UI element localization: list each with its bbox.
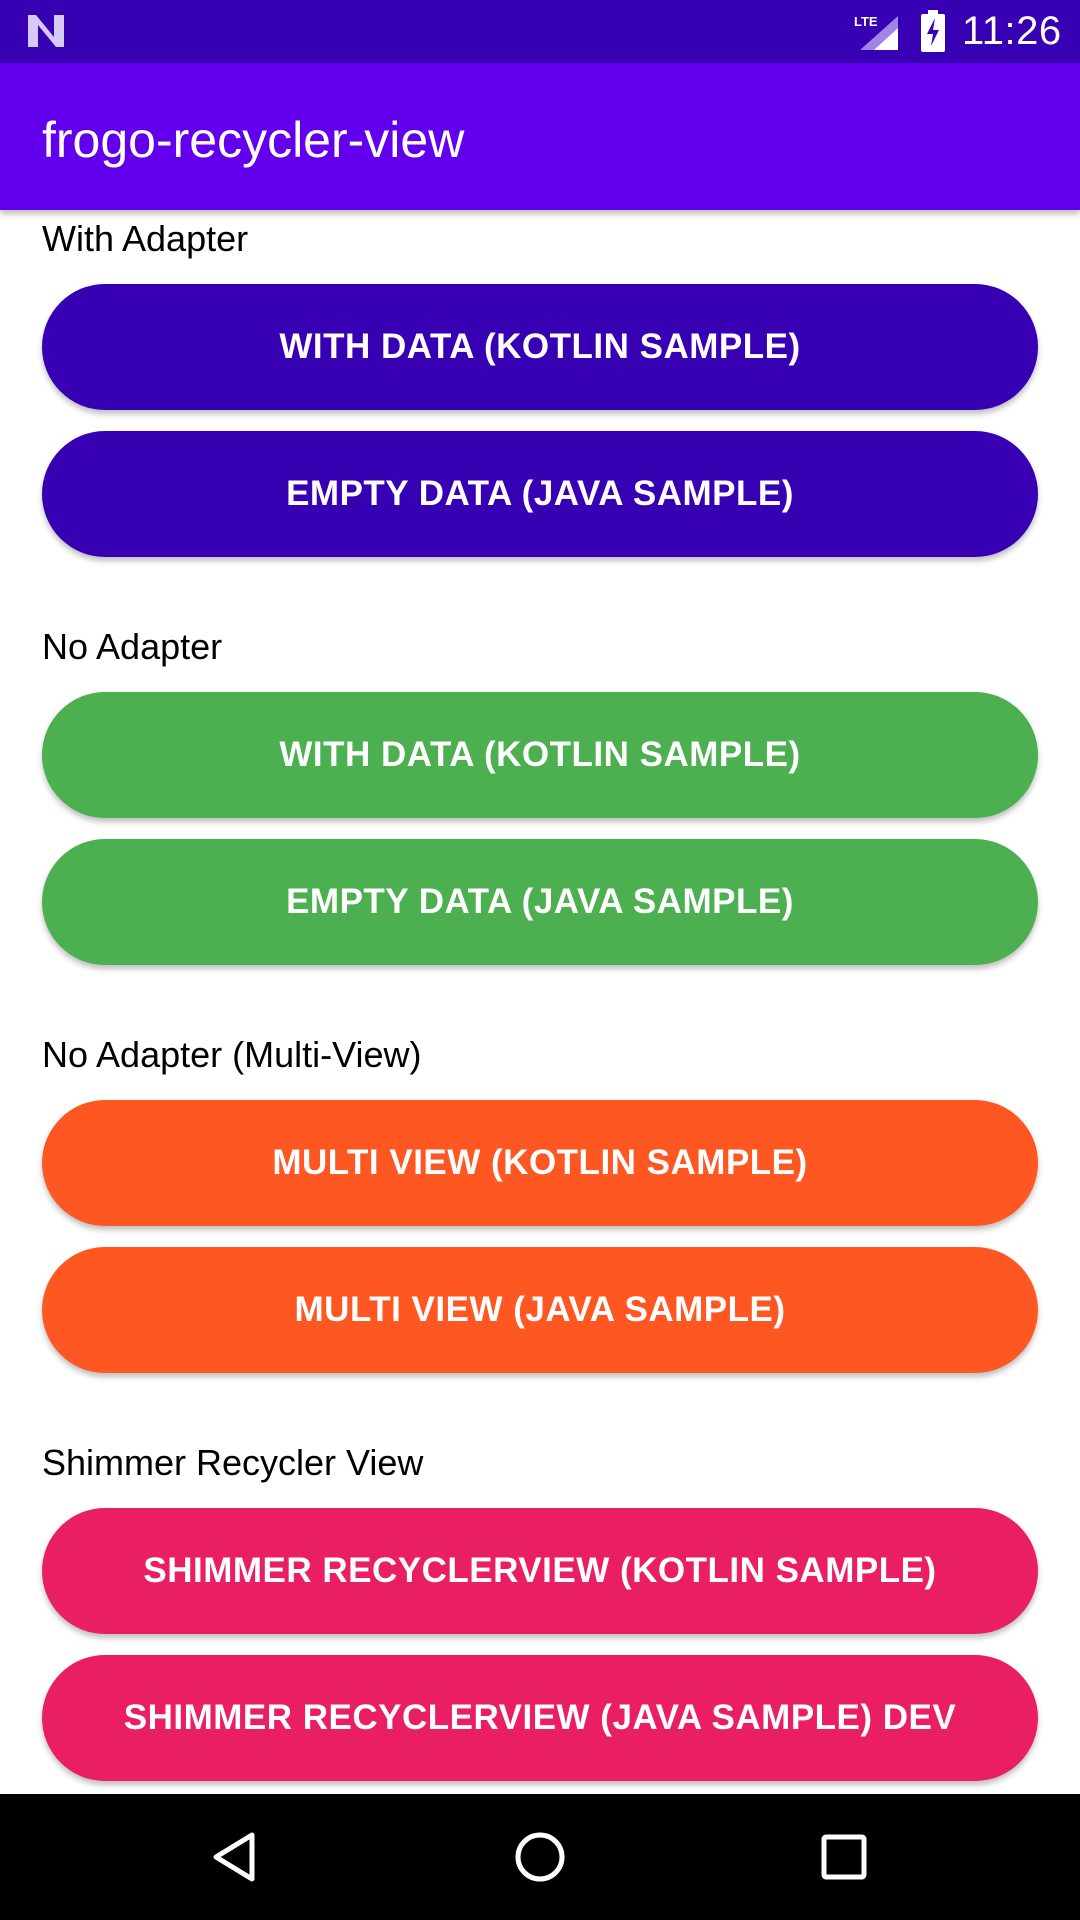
- section-label-shimmer: Shimmer Recycler View: [42, 1442, 424, 1483]
- network-label: LTE: [854, 14, 878, 29]
- app-title: frogo-recycler-view: [42, 112, 465, 168]
- no-adapter-empty-data-button[interactable]: EMPTY DATA (JAVA SAMPLE): [42, 839, 1038, 965]
- section-label-no-adapter: No Adapter: [42, 626, 223, 667]
- android-n-icon: [28, 15, 64, 47]
- multi-view-kotlin-button[interactable]: MULTI VIEW (KOTLIN SAMPLE): [42, 1100, 1038, 1226]
- shimmer-java-dev-button[interactable]: SHIMMER RECYCLERVIEW (JAVA SAMPLE) DEV: [42, 1655, 1038, 1781]
- lte-signal-icon: LTE: [854, 14, 898, 50]
- multi-view-java-button[interactable]: MULTI VIEW (JAVA SAMPLE): [42, 1247, 1038, 1373]
- section-label-with-adapter: With Adapter: [42, 218, 249, 259]
- back-icon[interactable]: [206, 1827, 266, 1887]
- with-adapter-with-data-button[interactable]: WITH DATA (KOTLIN SAMPLE): [42, 284, 1038, 410]
- status-bar: LTE 11:26: [0, 0, 1080, 63]
- status-clock: 11:26: [962, 9, 1062, 53]
- recents-icon[interactable]: [814, 1827, 874, 1887]
- battery-charging-icon: [921, 10, 945, 52]
- with-adapter-empty-data-button[interactable]: EMPTY DATA (JAVA SAMPLE): [42, 431, 1038, 557]
- shimmer-kotlin-button[interactable]: SHIMMER RECYCLERVIEW (KOTLIN SAMPLE): [42, 1508, 1038, 1634]
- navigation-bar: [0, 1794, 1080, 1920]
- app-bar: frogo-recycler-view: [0, 63, 1080, 210]
- main-content[interactable]: With Adapter WITH DATA (KOTLIN SAMPLE) E…: [0, 210, 1080, 1794]
- no-adapter-with-data-button[interactable]: WITH DATA (KOTLIN SAMPLE): [42, 692, 1038, 818]
- section-label-multi-view: No Adapter (Multi-View): [42, 1034, 422, 1075]
- home-icon[interactable]: [510, 1827, 570, 1887]
